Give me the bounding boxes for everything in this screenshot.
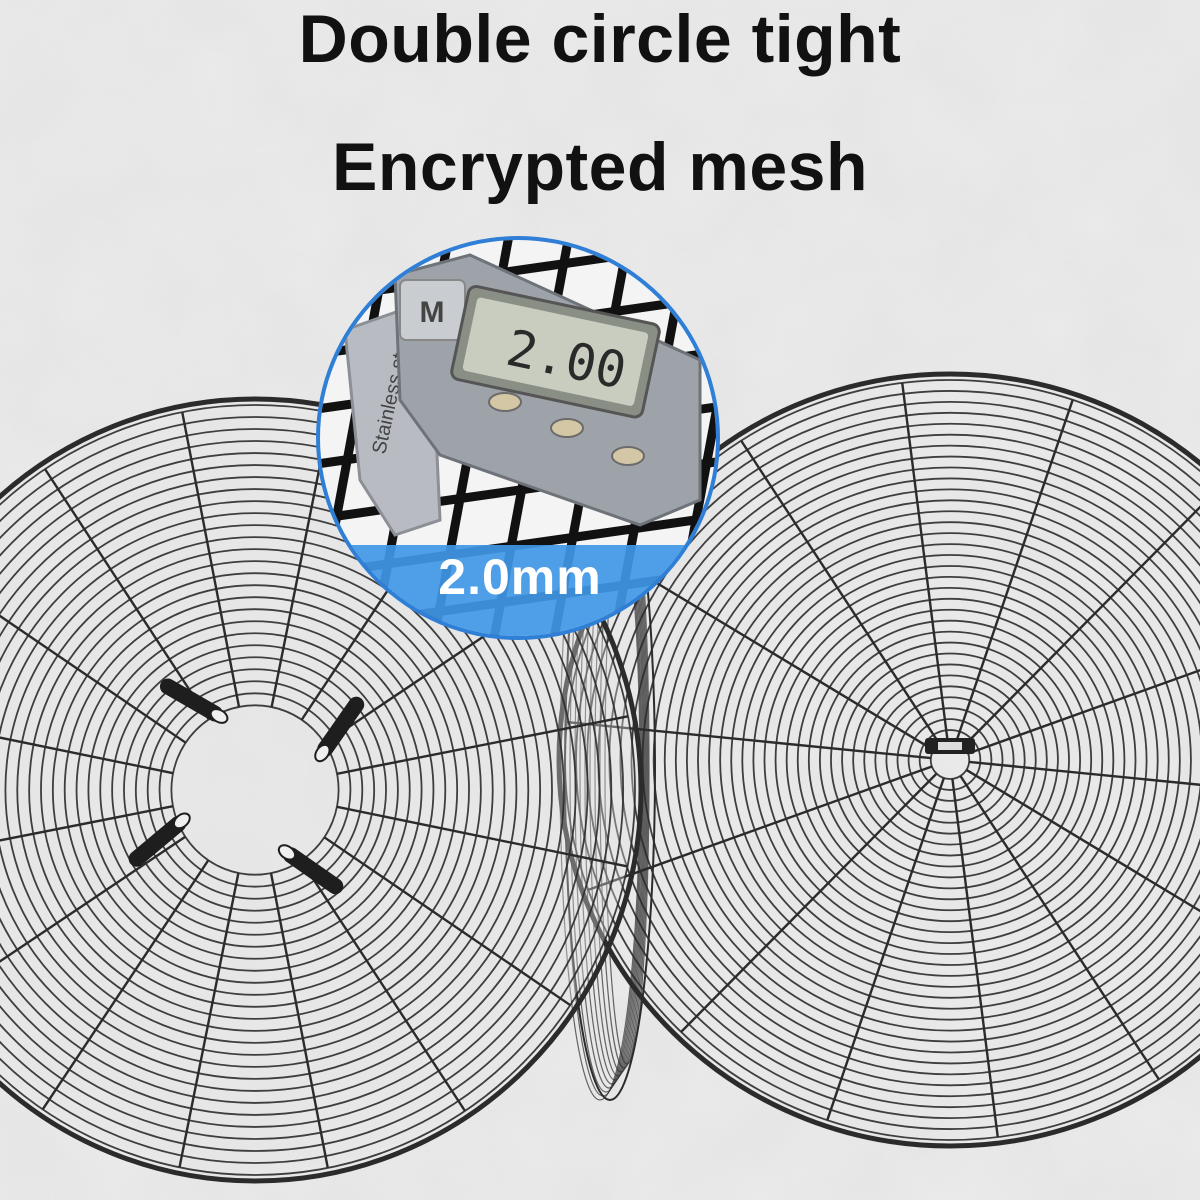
mounting-clip <box>277 844 344 895</box>
caliper-button <box>611 446 645 466</box>
mounting-clip <box>159 678 229 724</box>
wire-diameter-label: 2.0mm <box>438 549 602 605</box>
caliper-button <box>488 392 522 412</box>
headline-line-1: Double circle tight <box>298 1 902 77</box>
mounting-clip <box>314 696 365 763</box>
headline-line-2: Encrypted mesh <box>331 129 869 205</box>
magnifier-callout: Stainless steel M 2.00 <box>316 236 720 640</box>
caliper-brand-logo: M <box>420 296 445 329</box>
mounting-clip <box>128 812 191 867</box>
caliper-button <box>550 418 584 438</box>
